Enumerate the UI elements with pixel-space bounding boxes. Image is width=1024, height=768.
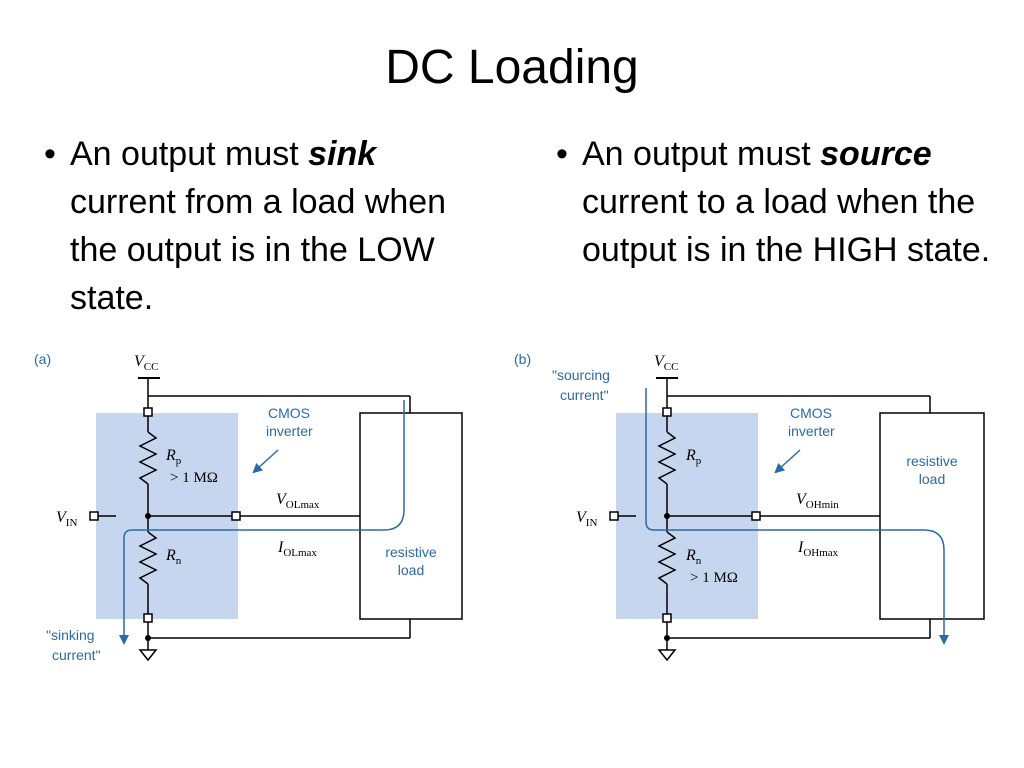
iout-label: IOLmax	[277, 539, 317, 559]
vin-label: VIN	[56, 509, 77, 529]
vin-terminal	[609, 511, 619, 521]
bullet-text: An output must sink current from a load …	[70, 135, 447, 317]
bullet-dot: •	[44, 135, 56, 173]
cmos-pointer-arrow	[252, 449, 279, 474]
bullet-sink: • An output must sink current from a loa…	[44, 130, 464, 322]
emphasis-source: source	[820, 135, 932, 173]
rn-label: Rn	[165, 547, 182, 567]
cmos-pointer-arrow	[774, 449, 801, 474]
cmos-label-2: inverter	[788, 423, 835, 439]
resistive-load-box	[359, 412, 463, 620]
rp-label: Rp	[165, 447, 182, 467]
cmos-label-1: CMOS	[790, 405, 832, 421]
bullet-dot: •	[556, 135, 568, 173]
current-label-2: current"	[560, 387, 609, 403]
terminal	[143, 407, 153, 417]
terminal	[143, 613, 153, 623]
vcc-label: VCC	[134, 353, 158, 373]
rp-label: Rp	[685, 447, 702, 467]
bullet-text: An output must source current to a load …	[582, 135, 991, 269]
resistor-rn	[138, 531, 158, 585]
load-label-2: load	[919, 471, 945, 487]
sourcing-current-path	[645, 388, 949, 645]
current-label-1: "sinking	[46, 627, 95, 643]
slide-title: DC Loading	[385, 41, 639, 94]
resistor-rn	[657, 531, 677, 585]
output-terminal	[751, 511, 761, 521]
load-label-2: load	[398, 562, 424, 578]
ground-icon	[138, 649, 158, 662]
ground-icon	[657, 649, 677, 662]
resistor-rp	[657, 431, 677, 485]
cmos-label-2: inverter	[266, 423, 313, 439]
bullet-source: • An output must source current to a loa…	[556, 130, 1006, 274]
rp-value: > 1 MΩ	[170, 470, 218, 486]
sinking-current-path	[119, 400, 405, 645]
vin-terminal	[89, 511, 99, 521]
load-label-1: resistive	[385, 544, 437, 560]
iout-label: IOHmax	[797, 539, 839, 559]
cmos-label-1: CMOS	[268, 405, 310, 421]
current-label-1: "sourcing	[552, 367, 610, 383]
emphasis-sink: sink	[308, 135, 377, 173]
resistive-load-box	[879, 412, 985, 620]
output-terminal	[231, 511, 241, 521]
vout-label: VOHmin	[796, 491, 839, 511]
diagram-b-sourcing: (b) VCC Rp CMOS inverter VOHmin IOHmax V…	[514, 351, 985, 662]
current-label-2: current"	[52, 647, 101, 663]
load-label-1: resistive	[906, 453, 958, 469]
panel-label: (b)	[514, 351, 531, 367]
rn-label: Rn	[685, 547, 702, 567]
panel-label: (a)	[34, 351, 51, 367]
resistor-rp	[138, 431, 158, 485]
vin-label: VIN	[576, 509, 597, 529]
vout-label: VOLmax	[276, 491, 320, 511]
terminal	[662, 613, 672, 623]
terminal	[662, 407, 672, 417]
vcc-label: VCC	[654, 353, 678, 373]
rn-value: > 1 MΩ	[690, 570, 738, 586]
diagram-a-sinking: (a) VCC Rp > 1 MΩ CMOS inverter VOLmax I…	[34, 351, 463, 663]
